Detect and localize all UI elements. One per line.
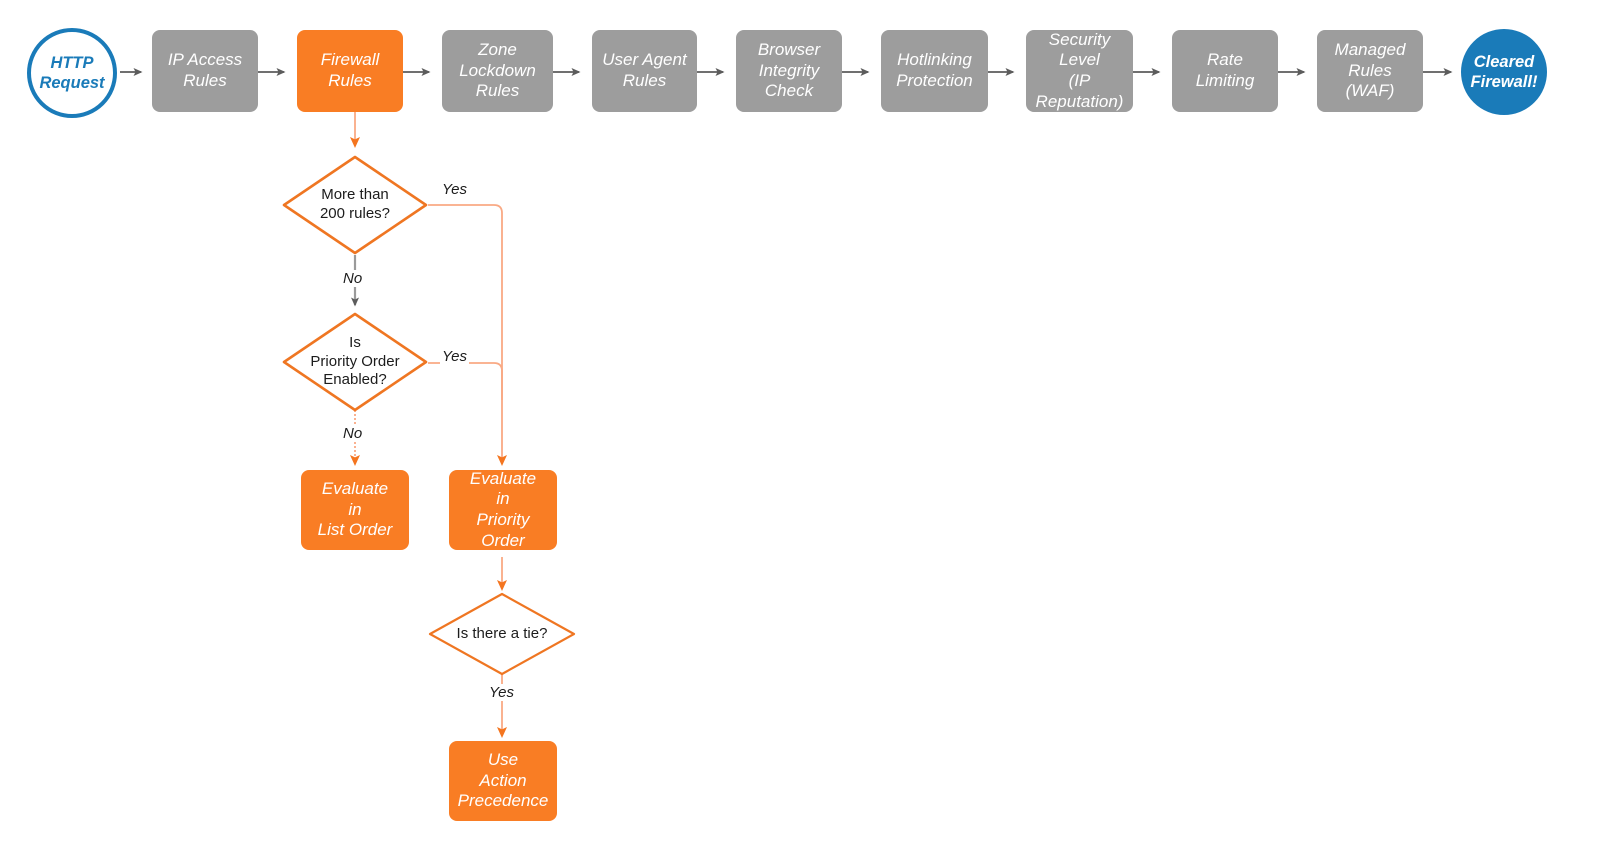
edge-label-more-than-200-yes: Yes [440,181,470,198]
node-managed-rules-waf-label: Managed Rules (WAF) [1334,39,1406,101]
node-ip-access-rules-label: IP Access Rules [167,50,243,90]
decision-more-than-200-rules-label: More than 200 rules? [319,186,391,222]
node-hotlinking-protection[interactable]: Hotlinking Protection [881,30,988,112]
node-use-action-precedence-label: Use Action Precedence [457,749,549,811]
diamond-shape-is-priority-order-enabled [282,312,428,412]
node-user-agent-rules[interactable]: User Agent Rules [592,30,697,112]
node-zone-lockdown-rules[interactable]: Zone Lockdown Rules [442,30,553,112]
node-use-action-precedence[interactable]: Use Action Precedence [449,741,557,821]
node-security-level-label: Security Level (IP Reputation) [1035,29,1124,111]
node-hotlinking-protection-label: Hotlinking Protection [896,50,973,90]
edge-more-than-200-yes [428,204,507,466]
decision-is-there-a-tie[interactable]: Is there a tie? [428,592,576,676]
node-evaluate-in-priority-order[interactable]: Evaluate in Priority Order [449,468,557,550]
node-firewall-rules[interactable]: Firewall Rules [297,30,403,112]
diamond-shape-more-than-200-rules [282,155,428,255]
edge-label-tie-yes: Yes [487,684,517,701]
decision-is-priority-order-enabled[interactable]: Is Priority Order Enabled? [282,312,428,412]
node-cleared-firewall-label: Cleared Firewall! [1470,52,1538,91]
node-evaluate-in-list-order[interactable]: Evaluate in List Order [301,470,409,550]
node-security-level[interactable]: Security Level (IP Reputation) [1026,30,1133,112]
node-cleared-firewall[interactable]: Cleared Firewall! [1461,29,1547,115]
node-firewall-rules-label: Firewall Rules [320,50,380,90]
node-browser-integrity-check-label: Browser Integrity Check [757,39,821,101]
edge-priority-order-yes [428,362,503,400]
node-evaluate-in-priority-order-label: Evaluate in Priority Order [469,468,537,550]
node-user-agent-rules-label: User Agent Rules [602,50,687,90]
decision-more-than-200-rules[interactable]: More than 200 rules? [282,155,428,255]
edge-label-priority-order-no: No [341,425,365,442]
node-ip-access-rules[interactable]: IP Access Rules [152,30,258,112]
node-zone-lockdown-rules-label: Zone Lockdown Rules [459,39,536,101]
node-browser-integrity-check[interactable]: Browser Integrity Check [736,30,842,112]
decision-is-priority-order-enabled-label: Is Priority Order Enabled? [310,333,400,389]
diamond-shape-is-there-a-tie [428,592,576,676]
edge-label-more-than-200-no: No [341,270,365,287]
node-http-request[interactable]: HTTP Request [27,28,117,118]
edge-label-priority-order-yes: Yes [440,348,470,365]
decision-is-there-a-tie-label: Is there a tie? [456,624,548,642]
node-managed-rules-waf[interactable]: Managed Rules (WAF) [1317,30,1423,112]
node-http-request-label: HTTP Request [39,53,105,92]
node-rate-limiting[interactable]: Rate Limiting [1172,30,1278,112]
node-evaluate-in-list-order-label: Evaluate in List Order [317,478,393,540]
node-rate-limiting-label: Rate Limiting [1195,50,1255,90]
